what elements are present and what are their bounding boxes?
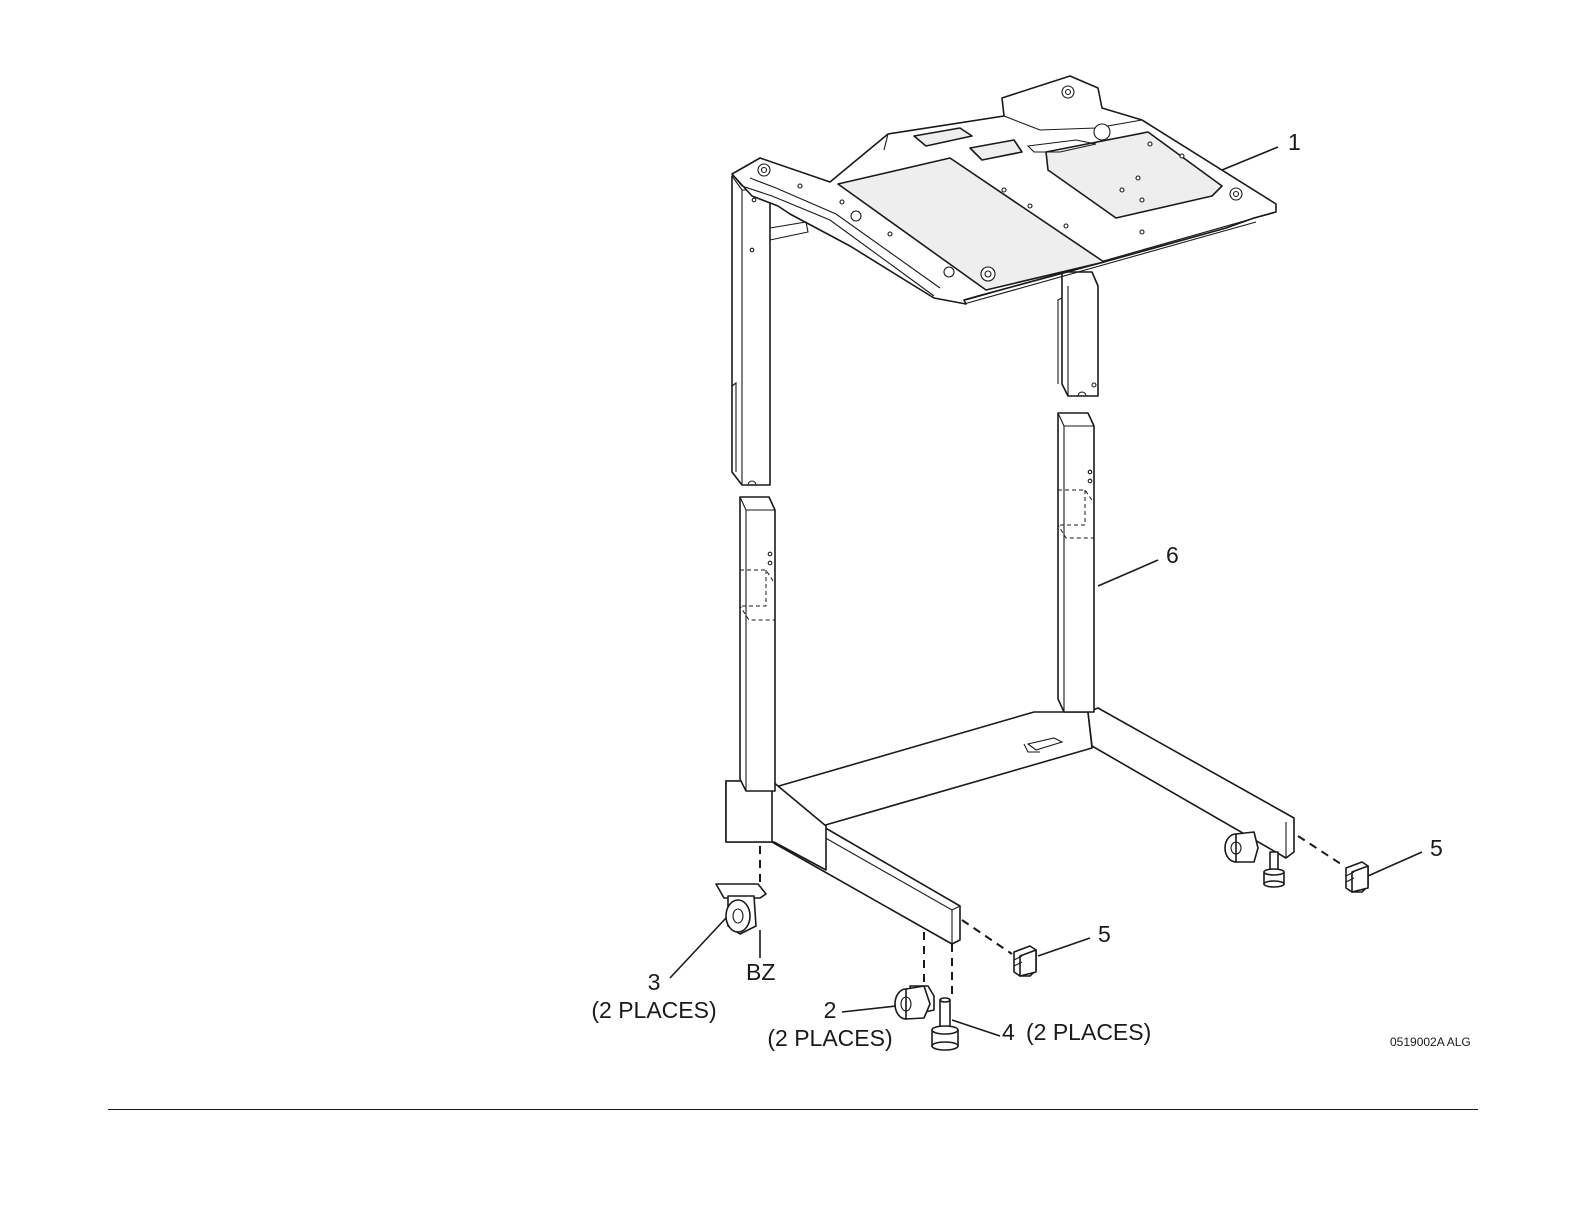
top-tray: [732, 76, 1276, 304]
base-frame: [726, 413, 1294, 944]
callout-4: 4: [1002, 1019, 1015, 1045]
callout-5-left: 5: [1098, 921, 1111, 947]
end-cap-right: [1346, 862, 1368, 892]
callout-6: 6: [1166, 542, 1179, 568]
leader-lines: [670, 147, 1422, 1036]
caster-barrel: [895, 986, 934, 1019]
caster-wheel: [716, 884, 766, 934]
callout-1: 1: [1288, 129, 1301, 155]
callout-2-qualifier: (2 PLACES): [767, 1025, 892, 1051]
end-cap-left: [1014, 946, 1036, 976]
figure-id: 0519002A ALG: [1390, 1035, 1471, 1049]
label-bz: BZ: [746, 959, 775, 985]
callout-3-qualifier: (2 PLACES): [591, 997, 716, 1023]
callout-4-qualifier: (2 PLACES): [1026, 1019, 1151, 1045]
footer-rule: [108, 1109, 1478, 1110]
callout-3: 3: [648, 969, 661, 995]
callout-2: 2: [824, 997, 837, 1023]
leveling-foot: [932, 998, 958, 1050]
callout-5-right: 5: [1430, 835, 1443, 861]
